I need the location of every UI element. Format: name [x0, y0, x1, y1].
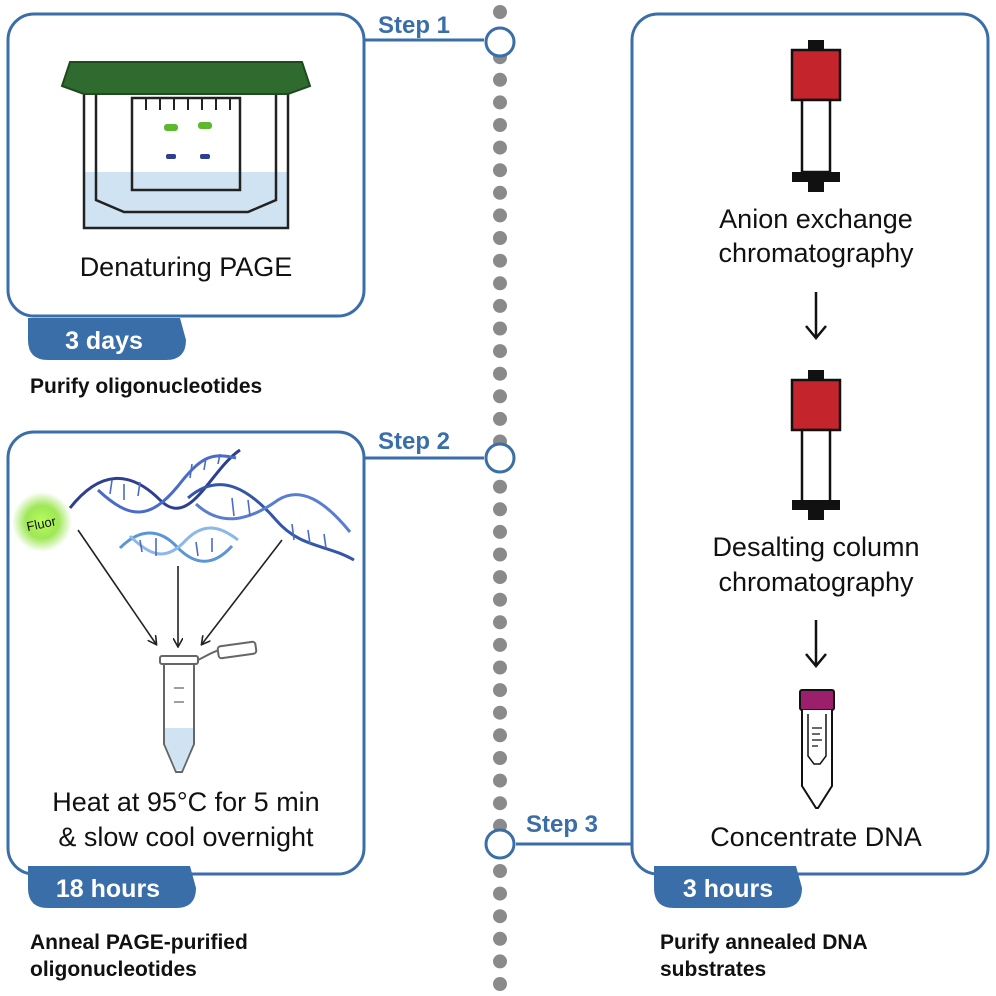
timeline-dot	[493, 683, 507, 698]
timeline-dot	[493, 547, 507, 562]
step2-panel-text-line2: & slow cool overnight	[58, 822, 314, 852]
dna-strand-right-icon	[187, 483, 355, 562]
timeline-dot	[493, 72, 507, 87]
desalting-column-icon	[790, 370, 842, 520]
timeline-dots	[493, 5, 507, 991]
step1-label: Step 1	[378, 12, 450, 39]
timeline-dot	[493, 479, 507, 494]
step1-panel-text: Denaturing PAGE	[80, 252, 293, 282]
fluor-glow-icon	[12, 492, 72, 552]
timeline-dot	[493, 592, 507, 607]
timeline-dot	[493, 366, 507, 381]
step1-group: Denaturing PAGE 3 days Purify oligonucle…	[6, 12, 516, 398]
timeline-dot	[493, 321, 507, 336]
step3-caption-line2: substrates	[660, 958, 766, 981]
timeline-dot	[493, 253, 507, 268]
dna-rungs-icon	[109, 453, 327, 557]
timeline-dot	[493, 615, 507, 630]
timeline-dot	[493, 344, 507, 359]
timeline-dot	[493, 276, 507, 291]
step1-caption-line1: Purify oligonucleotides	[30, 375, 262, 398]
timeline-dot	[493, 773, 507, 788]
timeline-dot	[493, 977, 507, 991]
timeline-dot	[493, 185, 507, 200]
timeline-dot	[493, 95, 507, 110]
step3-stage3-line1: Concentrate DNA	[710, 822, 922, 852]
gel-apparatus-icon	[60, 61, 312, 230]
timeline-dot	[493, 660, 507, 675]
arrow-stage1-to-stage2	[805, 292, 827, 340]
step3-stage2-line2: chromatography	[718, 567, 914, 597]
step3-stage1-line2: chromatography	[718, 238, 914, 268]
timeline-dot	[493, 163, 507, 178]
step2-duration: 18 hours	[56, 875, 160, 903]
anion-exchange-column-icon	[790, 40, 842, 192]
timeline-dot	[493, 389, 507, 404]
fluor-label: Fluor	[25, 513, 58, 534]
step1-node	[484, 26, 516, 58]
timeline-dot	[493, 751, 507, 765]
step1-duration: 3 days	[65, 327, 143, 355]
timeline-dot	[493, 886, 507, 901]
step2-duration-badge	[28, 866, 196, 908]
arrow-right-strand	[202, 539, 283, 644]
timeline-dot	[493, 208, 507, 223]
step2-group: Fluor	[6, 428, 516, 981]
timeline-dot	[493, 728, 507, 743]
timeline-dot	[493, 931, 507, 946]
step3-label: Step 3	[526, 811, 598, 838]
step2-caption-line2: oligonucleotides	[30, 958, 197, 981]
timeline-dot	[493, 796, 507, 811]
dna-strand-middle-icon	[118, 526, 239, 563]
timeline-dot	[493, 570, 507, 585]
arrow-fluor-strand	[77, 529, 156, 644]
timeline-dot	[493, 524, 507, 539]
step3-stage2-line1: Desalting column	[712, 532, 919, 562]
timeline-dot	[493, 637, 507, 652]
step3-stage1-line1: Anion exchange	[719, 204, 913, 234]
step2-caption-line1: Anneal PAGE-purified	[30, 931, 248, 954]
step3-duration-badge	[654, 866, 802, 908]
step2-panel-text-line1: Heat at 95°C for 5 min	[52, 787, 319, 817]
timeline-dot	[493, 954, 507, 969]
timeline-dot	[493, 140, 507, 155]
step3-node	[484, 828, 516, 860]
timeline-dot	[493, 502, 507, 517]
concentrator-tube-icon	[799, 689, 835, 809]
timeline-dot	[493, 118, 507, 132]
timeline-dot	[493, 411, 507, 426]
step1-duration-badge	[28, 318, 186, 360]
microcentrifuge-tube-icon	[159, 640, 258, 773]
step2-node	[484, 442, 516, 474]
step3-duration: 3 hours	[683, 875, 773, 903]
timeline-dot	[493, 705, 507, 720]
timeline-dot	[493, 298, 507, 313]
step3-group: Anion exchange chromatography Desalting …	[484, 12, 990, 981]
timeline-dot	[493, 864, 507, 878]
arrow-stage2-to-stage3	[805, 620, 827, 668]
timeline-dot	[493, 231, 507, 245]
dna-strand-top-icon	[68, 448, 241, 514]
timeline-dot	[493, 909, 507, 924]
timeline-dot	[493, 5, 507, 19]
step3-caption-line1: Purify annealed DNA	[660, 931, 868, 954]
step2-label: Step 2	[378, 428, 450, 455]
